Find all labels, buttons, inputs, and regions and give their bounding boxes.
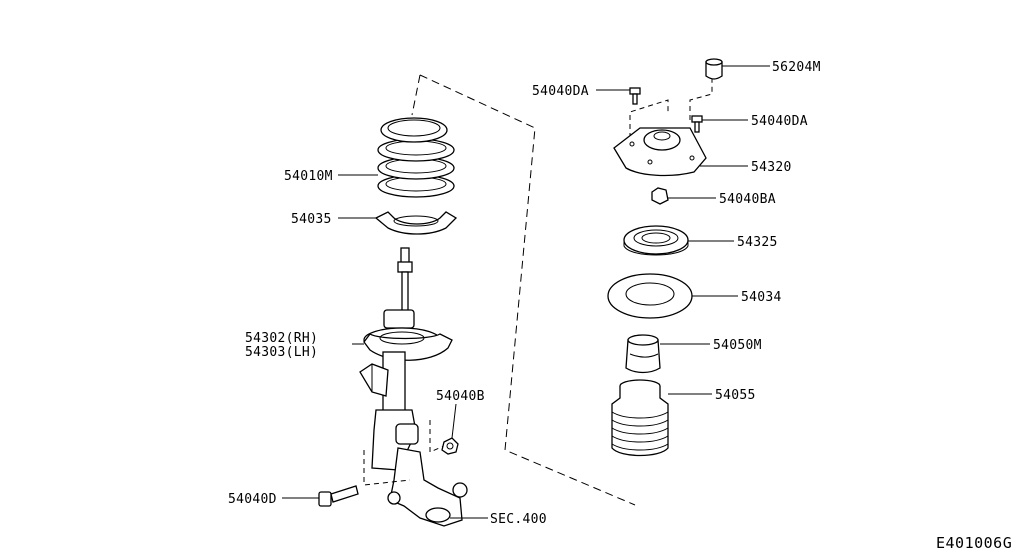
label-56204M: 56204M	[772, 60, 821, 75]
bolt-54040DA-left	[629, 87, 641, 105]
label-54040BA: 54040BA	[719, 192, 776, 207]
label-sec400: SEC.400	[490, 512, 547, 527]
spring-insulator	[607, 273, 693, 319]
dust-boot	[611, 379, 669, 457]
piston-rod	[397, 247, 413, 323]
label-54055: 54055	[715, 388, 756, 403]
leader-lines	[282, 65, 770, 519]
label-54040D: 54040D	[228, 492, 277, 507]
bolt-54040D	[318, 485, 359, 507]
diagram-code: E401006G	[936, 534, 1012, 552]
label-54040DA-right: 54040DA	[751, 114, 808, 129]
assembly-boundary	[411, 70, 713, 506]
label-54040DA-left: 54040DA	[532, 84, 589, 99]
label-54303: 54303(LH)	[245, 345, 318, 360]
strut-mount	[613, 127, 707, 177]
label-54302: 54302(RH)	[245, 331, 318, 346]
nut-54040BA	[651, 187, 669, 205]
label-54040B: 54040B	[436, 389, 485, 404]
bolt-54040DA-right	[691, 115, 703, 133]
label-54010M: 54010M	[284, 169, 333, 184]
label-54034: 54034	[741, 290, 782, 305]
coil-spring	[377, 117, 455, 198]
label-54035: 54035	[291, 212, 332, 227]
label-54325: 54325	[737, 235, 778, 250]
bound-bumper	[625, 334, 661, 374]
mount-bolt-outline	[363, 420, 445, 486]
bump-rubber-cap	[705, 58, 723, 80]
nut-54040B	[441, 437, 459, 455]
label-54320: 54320	[751, 160, 792, 175]
spring-seat	[374, 211, 458, 235]
strut-bearing	[623, 225, 689, 256]
label-54050M: 54050M	[713, 338, 762, 353]
strut-body	[359, 309, 468, 527]
